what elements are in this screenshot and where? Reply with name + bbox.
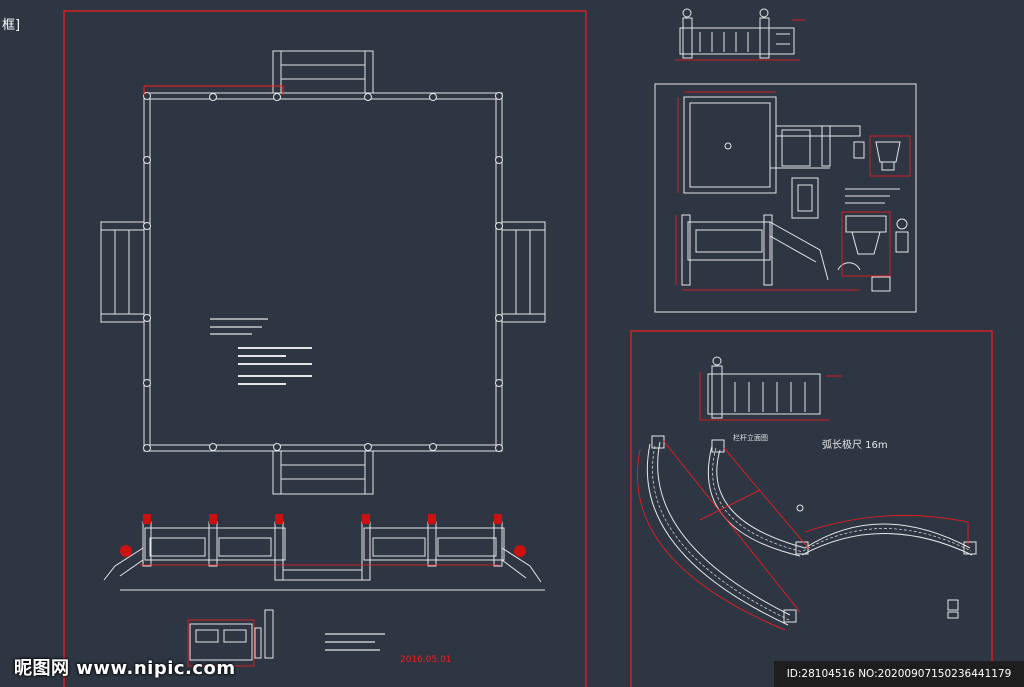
top-railing-elevation <box>679 8 795 59</box>
detail-note-block <box>845 188 900 204</box>
arc-walkway-plan <box>646 441 973 626</box>
pavilion-floor-plan <box>100 50 546 495</box>
pavilion-detail-plan <box>681 96 909 292</box>
drawing-date: 2016.05.01 <box>400 655 452 665</box>
nipic-watermark-logo: 昵图网 www.nipic.com <box>14 658 236 679</box>
sheet-frame-main <box>63 10 587 687</box>
sheet-frame-arc <box>630 330 993 687</box>
sheet-frame-detail <box>654 83 917 313</box>
arc-red-guides <box>637 439 969 631</box>
arc-railing-caption: 栏杆立面图 <box>733 433 768 442</box>
arc-railing-elevation <box>707 356 821 419</box>
image-id-bar: ID:28104516 NO:20200907150236441179 <box>774 661 1024 687</box>
detail-red-dimensions <box>675 91 911 291</box>
balustrade-post-caps <box>120 514 526 557</box>
arc-end-posts <box>651 435 977 623</box>
window-title-fragment: 框] <box>2 18 21 33</box>
railing-panel-detail <box>189 609 274 661</box>
balustrade-elevation <box>103 521 545 591</box>
date-note-block <box>325 633 385 651</box>
plan-columns <box>143 92 503 452</box>
plan-note-block <box>210 318 312 385</box>
arc-walkway-stones <box>652 445 972 621</box>
arc-length-note: 弧长极尺 16m <box>822 438 888 451</box>
